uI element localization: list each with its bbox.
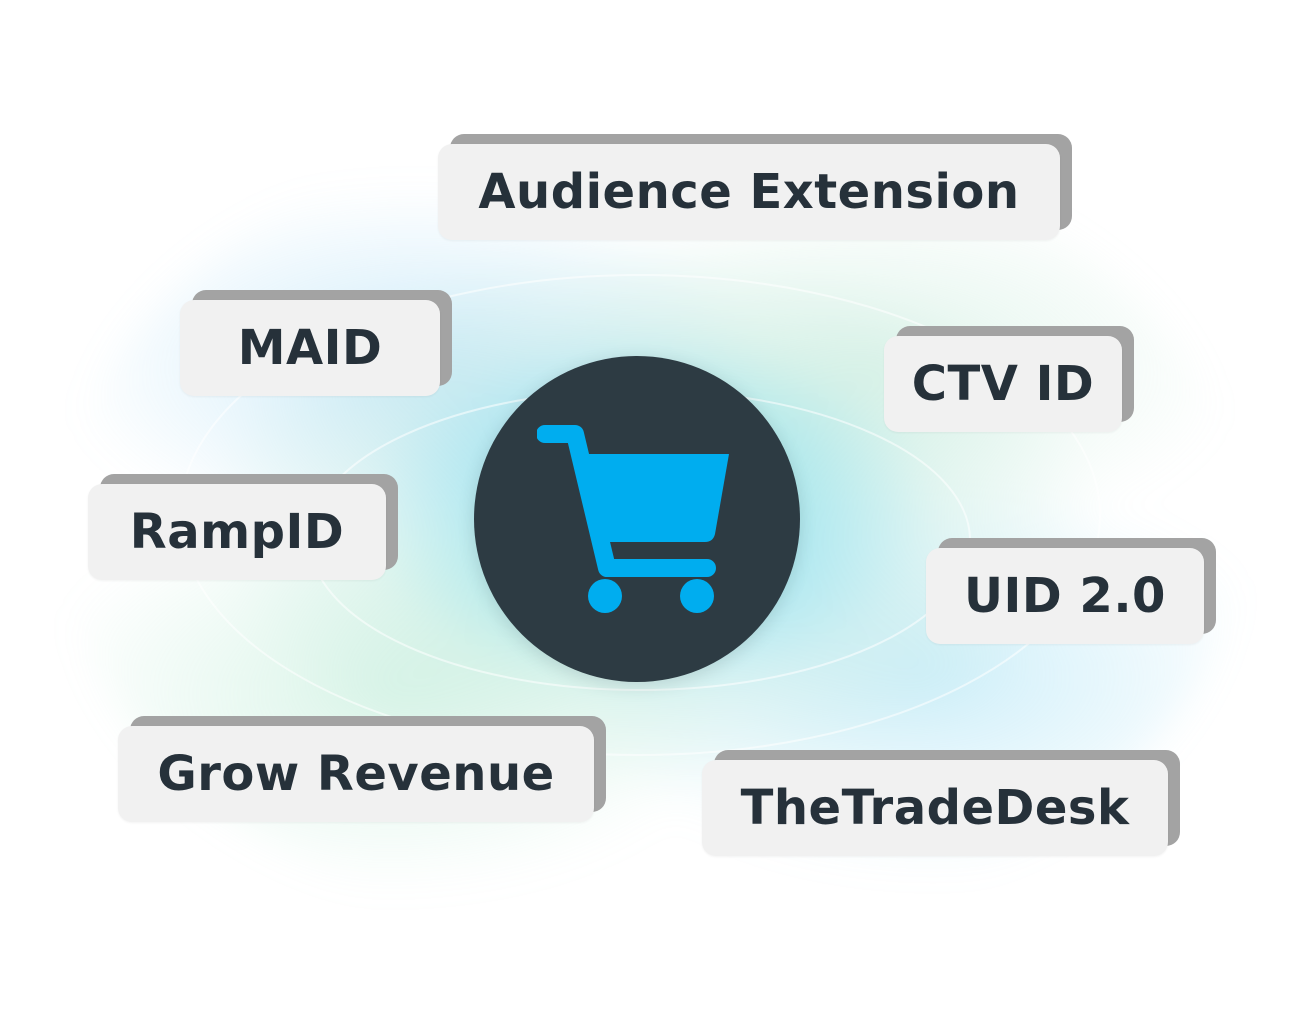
tag-label: RampID — [129, 504, 345, 560]
shopping-cart-icon — [537, 425, 729, 613]
tag-face: UID 2.0 — [926, 548, 1204, 644]
tag-label: MAID — [237, 320, 383, 376]
tag-face: Grow Revenue — [118, 726, 594, 822]
tag-ctv-id: CTV ID — [884, 326, 1134, 432]
tag-audience-extension: Audience Extension — [438, 134, 1072, 240]
tag-grow-revenue: Grow Revenue — [118, 716, 606, 822]
tag-rampid: RampID — [88, 474, 398, 580]
tag-uid-2: UID 2.0 — [926, 538, 1216, 644]
tag-maid: MAID — [180, 290, 452, 396]
tag-face: TheTradeDesk — [702, 760, 1168, 856]
tag-label: UID 2.0 — [964, 568, 1166, 624]
tag-label: Grow Revenue — [157, 746, 555, 802]
tag-face: CTV ID — [884, 336, 1122, 432]
tag-label: CTV ID — [911, 356, 1095, 412]
cart-hub — [474, 356, 800, 682]
tag-thetradedesk: TheTradeDesk — [702, 750, 1180, 856]
tag-label: TheTradeDesk — [740, 780, 1130, 836]
tag-face: Audience Extension — [438, 144, 1060, 240]
tag-face: MAID — [180, 300, 440, 396]
tag-label: Audience Extension — [478, 164, 1020, 220]
tag-face: RampID — [88, 484, 386, 580]
